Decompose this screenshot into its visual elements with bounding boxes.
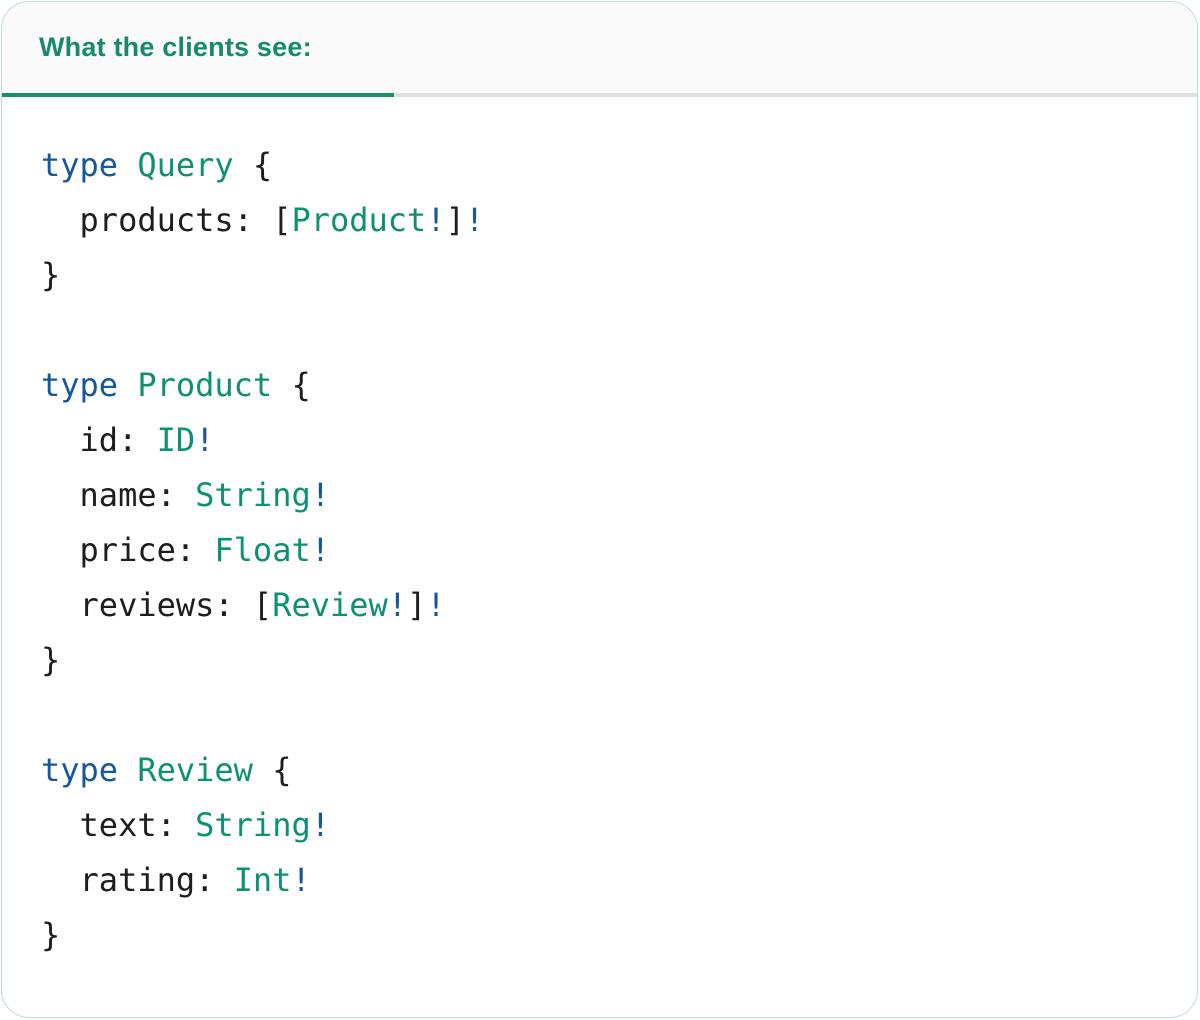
code-token-pl: name: xyxy=(41,476,196,514)
code-token-pl: { xyxy=(272,366,311,404)
code-line: products: [Product!]! xyxy=(41,193,1167,248)
tab-what-clients-see[interactable]: What the clients see: xyxy=(39,2,312,93)
code-area: type Query { products: [Product!]!} type… xyxy=(2,97,1197,1003)
code-token-ty: Review xyxy=(272,586,388,624)
active-tab-indicator xyxy=(2,93,394,97)
code-line xyxy=(41,688,1167,743)
code-token-bl: ! xyxy=(310,531,330,569)
code-token-bl: ! xyxy=(426,586,446,624)
code-token-bl: ! xyxy=(310,476,330,514)
code-token-ty: Product xyxy=(137,366,273,404)
code-token-ty: Review xyxy=(137,751,253,789)
code-token-pl: } xyxy=(41,256,61,294)
tab-bar: What the clients see: xyxy=(2,2,1197,97)
code-line: type Review { xyxy=(41,743,1167,798)
code-line: price: Float! xyxy=(41,523,1167,578)
code-line: } xyxy=(41,633,1167,688)
code-token-ty: Product xyxy=(291,201,427,239)
code-token-bl: ! xyxy=(387,586,408,624)
code-token-pl: id: xyxy=(41,421,157,459)
code-token-pl: reviews: [ xyxy=(41,586,273,624)
code-line: rating: Int! xyxy=(41,853,1167,908)
code-token-pl: { xyxy=(252,751,292,789)
code-line: type Product { xyxy=(41,358,1167,413)
code-token-ty: Int xyxy=(233,861,292,899)
code-token-kw: type xyxy=(41,366,119,404)
code-token-pl: products: [ xyxy=(41,201,292,239)
code-token-pl: ] xyxy=(445,201,465,239)
code-token-pl xyxy=(118,146,137,184)
code-line: reviews: [Review!]! xyxy=(41,578,1167,633)
code-token-ty: Query xyxy=(137,146,234,184)
tab-label: What the clients see: xyxy=(39,32,312,62)
code-token-bl: ! xyxy=(291,861,311,899)
code-token-pl: { xyxy=(233,146,273,184)
code-token-bl: ! xyxy=(310,806,330,844)
code-token-pl: text: xyxy=(41,806,196,844)
code-token-bl: ! xyxy=(195,421,215,459)
code-line: } xyxy=(41,248,1167,303)
code-token-ty: String xyxy=(195,806,311,844)
code-token-ty: ID xyxy=(156,421,196,459)
code-line: id: ID! xyxy=(41,413,1167,468)
code-token-pl xyxy=(118,366,137,404)
code-token-ty: String xyxy=(195,476,311,514)
code-token-kw: type xyxy=(41,146,119,184)
code-token-pl xyxy=(118,751,137,789)
code-block: type Query { products: [Product!]!} type… xyxy=(41,138,1167,963)
code-token-kw: type xyxy=(41,751,119,789)
code-line: } xyxy=(41,908,1167,963)
code-line xyxy=(41,303,1167,358)
code-token-pl: } xyxy=(41,641,61,679)
code-line: name: String! xyxy=(41,468,1167,523)
code-token-pl: rating: xyxy=(41,861,234,899)
code-line: type Query { xyxy=(41,138,1167,193)
code-token-ty: Float xyxy=(214,531,311,569)
code-token-pl: ] xyxy=(407,586,427,624)
code-line: text: String! xyxy=(41,798,1167,853)
code-token-bl: ! xyxy=(426,201,446,239)
code-token-pl: } xyxy=(41,916,61,954)
code-token-pl: price: xyxy=(41,531,215,569)
code-token-bl: ! xyxy=(464,201,485,239)
